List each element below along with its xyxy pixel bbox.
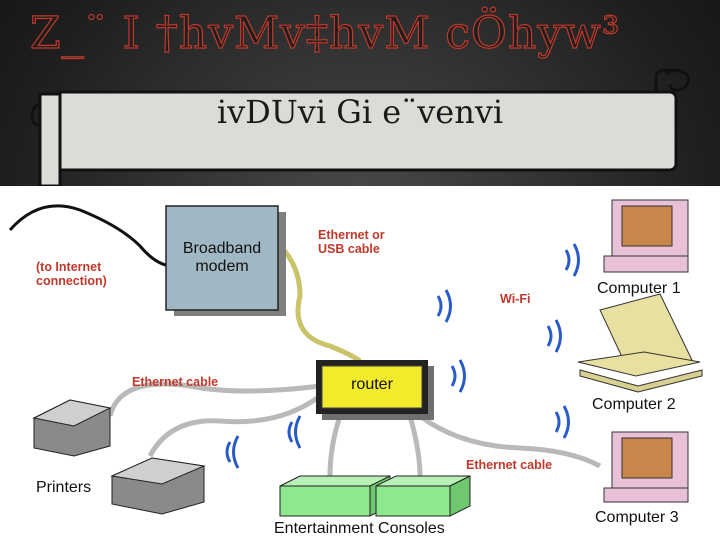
wifi-label: Wi-Fi — [500, 292, 531, 306]
modem-box — [165, 205, 279, 311]
usb-cable — [278, 244, 362, 364]
ethernet-cable-right-label: Ethernet cable — [466, 458, 553, 472]
computer-2-label: Computer 2 — [592, 396, 676, 413]
internet-cable — [8, 204, 171, 268]
scroll-shape — [30, 68, 690, 188]
ethernet-usb-line2: USB cable — [318, 242, 380, 257]
slide-title: Z_¨ I †hv​Mv‡hv​M cÖhyw³ — [29, 7, 621, 59]
diagram-graphics — [8, 199, 703, 517]
ethernet-cable-left-label: Ethernet cable — [132, 375, 219, 389]
printer-2-graphic — [110, 457, 206, 515]
modem-label: Broadband modem — [170, 240, 274, 277]
router-box — [321, 365, 423, 409]
printer-1-graphic — [32, 399, 112, 457]
scroll-banner — [26, 64, 690, 188]
to-internet-line2: connection) — [36, 274, 107, 289]
computer-2-graphic — [577, 293, 703, 393]
consoles-label: Entertainment Consoles — [274, 520, 445, 537]
to-internet-line1: (to Internet — [36, 260, 102, 274]
cable-computer-3 — [418, 413, 602, 469]
ethernet-usb-line1: Ethernet or — [318, 228, 385, 242]
cable-printer-2 — [147, 393, 322, 458]
cable-console-1 — [327, 415, 343, 477]
console-2-graphic — [375, 475, 471, 517]
cable-printer-1 — [107, 381, 321, 417]
console-1-graphic — [279, 475, 391, 517]
modem-label-line1: Broadband — [182, 240, 262, 257]
computer-1-label: Computer 1 — [597, 280, 681, 297]
router-label: router — [351, 376, 393, 393]
banner-text: iv​DUvi Gi e¨venvi — [216, 93, 504, 131]
modem-label-line2: modem — [195, 258, 249, 276]
wifi-waves — [225, 243, 580, 499]
to-internet-label: (to Internet connection) — [36, 260, 107, 289]
ethernet-usb-label: Ethernet or USB cable — [318, 228, 385, 257]
network-diagram: Broadband modem router (to Internet conn… — [0, 186, 720, 540]
computer-1-graphic — [603, 199, 689, 273]
computer-3-label: Computer 3 — [595, 509, 679, 526]
computer-3-graphic — [603, 431, 689, 503]
printers-label: Printers — [36, 479, 92, 496]
cable-console-2 — [407, 415, 423, 477]
